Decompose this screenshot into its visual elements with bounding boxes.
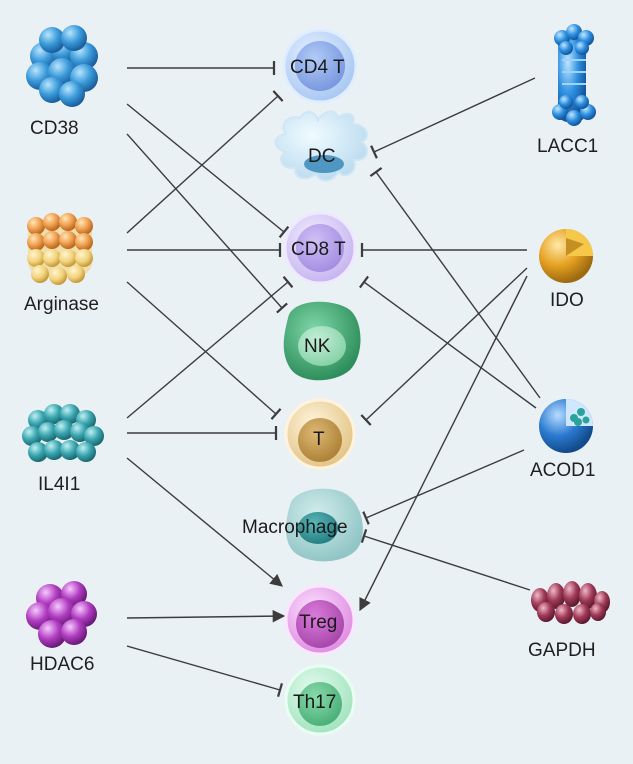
nk-label: NK bbox=[304, 336, 331, 357]
gapdh-inhibits-macrophage bbox=[360, 528, 531, 591]
hdac6-promotes-treg bbox=[126, 609, 286, 623]
il4i1-label: IL4I1 bbox=[38, 474, 80, 495]
cd4t-label: CD4 T bbox=[290, 57, 345, 78]
treg-cell bbox=[284, 584, 356, 656]
gapdh-icon bbox=[531, 581, 610, 624]
acod1-inhibits-cd8t bbox=[358, 275, 537, 409]
arginase-label: Arginase bbox=[24, 294, 99, 315]
macrophage-label: Macrophage bbox=[242, 517, 348, 538]
acod1-inhibits-macrophage bbox=[362, 449, 525, 525]
arginase-inhibits-cd4t bbox=[126, 90, 284, 234]
cd38-label: CD38 bbox=[30, 118, 79, 139]
arginase-icon bbox=[27, 213, 93, 285]
dc-cell bbox=[274, 110, 369, 182]
treg-label: Treg bbox=[299, 612, 337, 633]
ido-inhibits-t bbox=[360, 267, 528, 426]
lacc1-icon bbox=[552, 24, 596, 126]
lacc1-label: LACC1 bbox=[537, 136, 598, 157]
connections bbox=[126, 61, 541, 698]
t-label: T bbox=[313, 429, 325, 450]
cd4t-cell bbox=[282, 28, 358, 104]
hdac6-inhibits-th17 bbox=[126, 645, 284, 698]
acod1-label: ACOD1 bbox=[530, 460, 595, 481]
ido-label: IDO bbox=[550, 290, 584, 311]
il4i1-icon bbox=[22, 404, 104, 462]
gapdh-label: GAPDH bbox=[528, 640, 596, 661]
th17-label: Th17 bbox=[293, 692, 336, 713]
ido-icon bbox=[539, 229, 593, 283]
ido-promotes-treg bbox=[359, 275, 528, 612]
cd38-inhibits-cd8t bbox=[126, 103, 290, 239]
hdac6-label: HDAC6 bbox=[30, 654, 94, 675]
cd38-inhibits-nk bbox=[126, 133, 288, 314]
il4i1-promotes-treg bbox=[126, 457, 283, 587]
lacc1-inhibits-dc bbox=[370, 77, 536, 159]
cd8t-label: CD8 T bbox=[291, 239, 346, 260]
macrophage-cell bbox=[286, 488, 363, 562]
dc-label: DC bbox=[308, 146, 335, 167]
il4i1-inhibits-cd8t bbox=[126, 275, 294, 419]
th17-cell bbox=[284, 664, 356, 736]
acod1-icon bbox=[539, 399, 593, 453]
cd8t-cell bbox=[283, 211, 357, 285]
nk-cell bbox=[283, 301, 361, 381]
cd38-icon bbox=[26, 25, 98, 107]
arginase-inhibits-t bbox=[126, 281, 282, 420]
t-cell bbox=[284, 398, 356, 470]
acod1-inhibits-dc bbox=[369, 166, 541, 399]
hdac6-icon bbox=[26, 581, 97, 648]
